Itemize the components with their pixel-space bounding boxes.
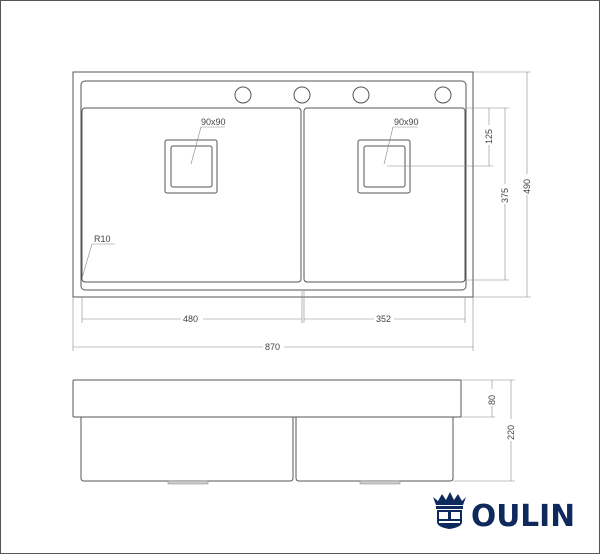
right-drain [357, 139, 411, 194]
right-drain-label: 90x90 [394, 117, 419, 127]
dim-total-height: 220 [506, 425, 516, 440]
dim-drain-offset: 125 [484, 129, 494, 144]
tap-hole [434, 86, 452, 104]
dim-total-width: 870 [265, 342, 280, 352]
tap-hole [234, 86, 252, 104]
tap-hole [352, 86, 370, 104]
dim-right-bowl: 352 [376, 314, 391, 324]
deck-outline [80, 80, 467, 291]
tap-hole [293, 86, 311, 104]
dim-deck-height: 80 [487, 395, 497, 405]
brand-logo: OULIN [433, 492, 575, 534]
left-bowl [81, 107, 302, 283]
dim-left-bowl: 480 [183, 314, 198, 324]
dim-bowl-depth: 375 [500, 188, 510, 203]
sink-outline [72, 71, 474, 298]
left-drain [164, 139, 218, 194]
crest-icon [433, 492, 466, 529]
right-bowl [303, 107, 466, 283]
left-drain-label: 90x90 [201, 117, 226, 127]
radius-label: R10 [94, 234, 111, 244]
brand-name: OULIN [471, 499, 575, 534]
top-view: 90x90 90x90 R10 480 352 870 125 375 490 [72, 71, 532, 352]
dim-total-depth: 490 [522, 179, 532, 194]
side-view: 80 220 [72, 379, 516, 485]
